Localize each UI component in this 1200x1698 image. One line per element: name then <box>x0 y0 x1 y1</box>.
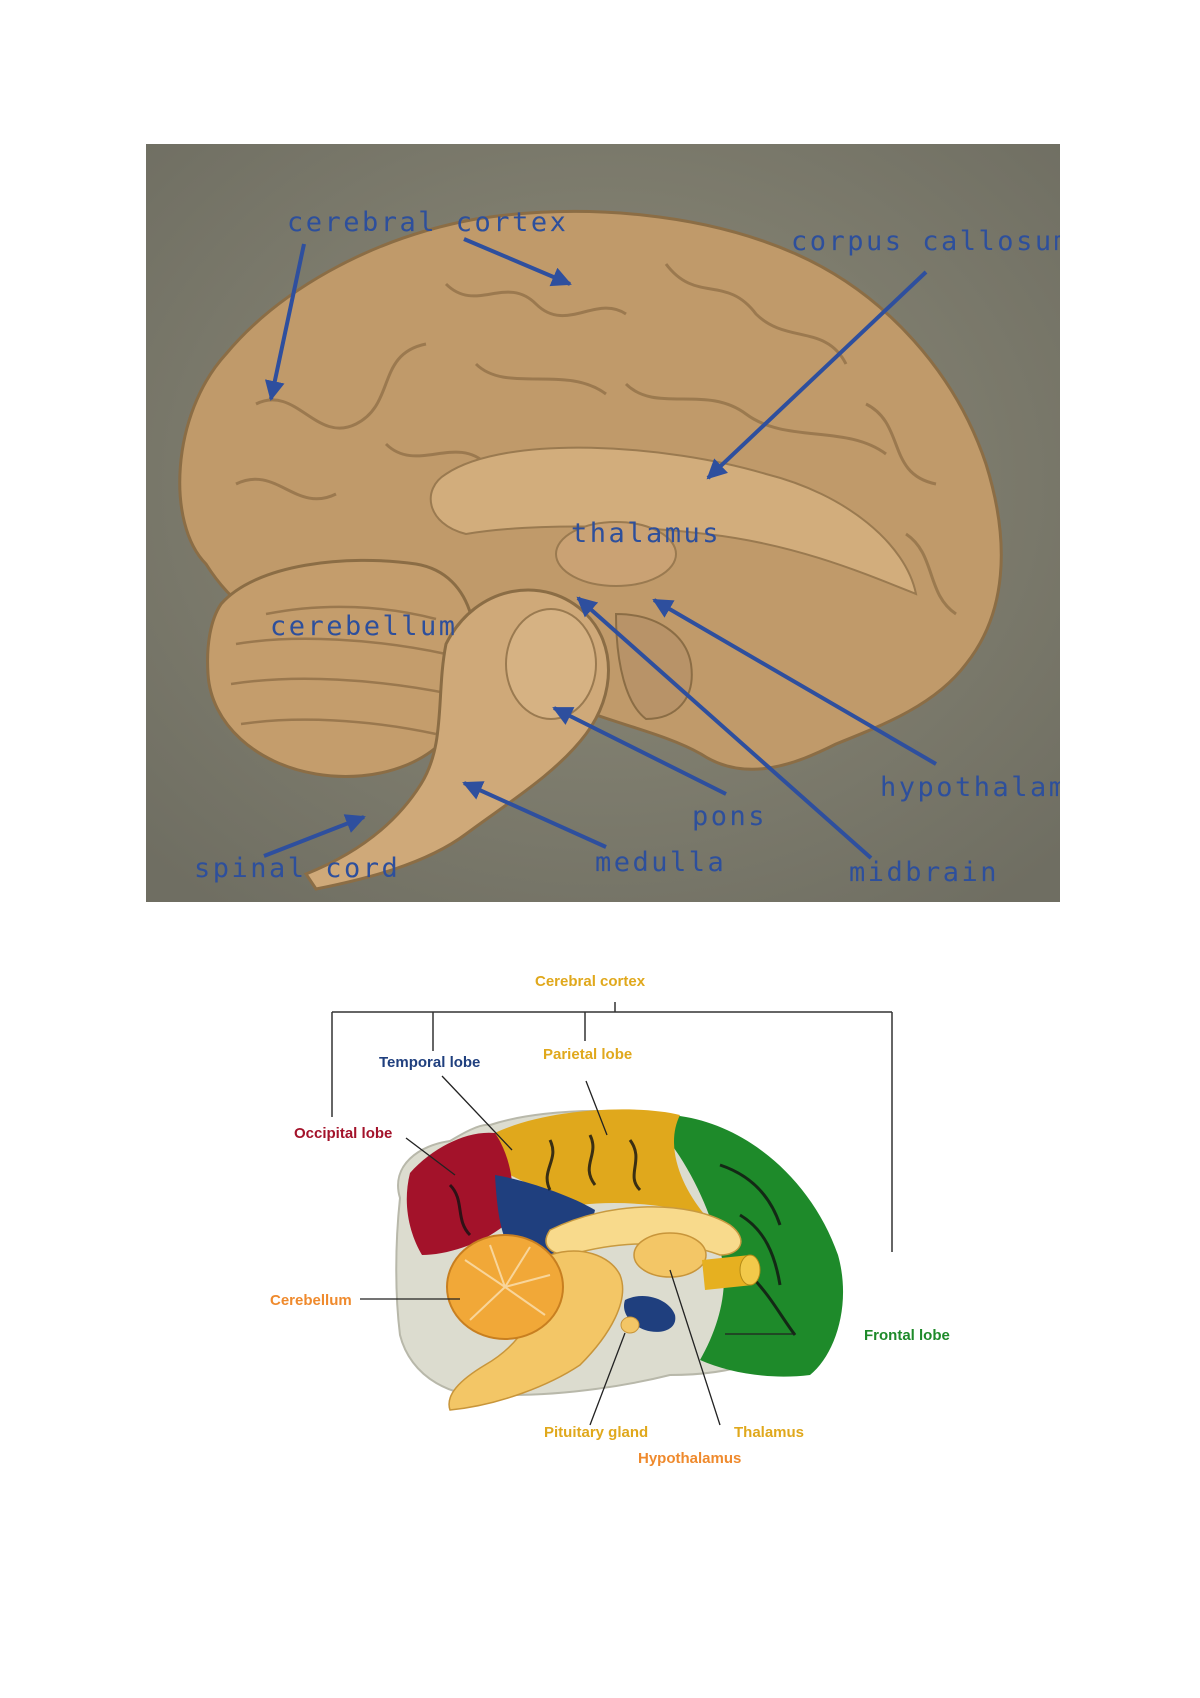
brain-photo-figure: cerebral cortex corpus callosum thalamus… <box>146 144 1060 902</box>
corpus-callosum-shape <box>429 446 918 596</box>
label-frontal-lobe: Frontal lobe <box>864 1327 950 1344</box>
cerebellum-branches <box>464 1244 551 1321</box>
arrow-cerebral-cortex-right <box>463 237 572 287</box>
label-cerebellum: Cerebellum <box>270 1292 352 1309</box>
label-cerebral-cortex: cerebral cortex <box>287 207 568 238</box>
label-thalamus: Thalamus <box>734 1424 804 1441</box>
thalamus-shape <box>555 521 677 587</box>
label-occipital-lobe: Occipital lobe <box>294 1125 392 1142</box>
photo-arrows <box>263 237 938 860</box>
pons-shape <box>505 608 597 720</box>
arrow-midbrain <box>576 596 873 860</box>
label-spinal-cord: spinal cord <box>194 853 400 884</box>
frontal-lobe-region <box>660 1115 844 1377</box>
label-hypothalamus: Hypothalamus <box>638 1450 741 1467</box>
pituitary-gland-region <box>620 1316 640 1334</box>
arrow-corpus-callosum <box>706 270 928 480</box>
label-hypothalamus: hypothalam <box>880 772 1060 803</box>
cylinder-cut <box>702 1255 753 1290</box>
arrow-pons <box>552 706 727 796</box>
label-medulla: medulla <box>595 847 726 878</box>
label-corpus-callosum: corpus callosum <box>791 226 1060 257</box>
label-temporal-lobe: Temporal lobe <box>379 1054 480 1071</box>
label-thalamus: thalamus <box>571 518 721 549</box>
label-midbrain: midbrain <box>849 857 999 888</box>
cylinder-end <box>739 1254 761 1286</box>
occipital-lobe-region <box>406 1132 513 1255</box>
label-cerebral-cortex: Cerebral cortex <box>535 973 646 990</box>
arrow-medulla <box>462 781 607 849</box>
cerebellum-folia <box>230 605 452 736</box>
arrow-hypothalamus <box>652 598 938 766</box>
label-parietal-lobe: Parietal lobe <box>543 1046 632 1063</box>
thalamus-region <box>633 1232 707 1278</box>
label-pons: pons <box>692 801 767 832</box>
arrow-spinal-cord <box>263 814 366 858</box>
cerebral-cortex-bracket <box>331 1002 893 1252</box>
label-pituitary-gland: Pituitary gland <box>544 1424 648 1441</box>
label-cerebellum: cerebellum <box>270 611 458 642</box>
brain-illustration-figure: Cerebral cortex Temporal lobe Parietal l… <box>270 973 950 1467</box>
arrow-cerebral-cortex-left <box>264 243 306 401</box>
leader-lines <box>360 1075 795 1426</box>
parietal-lobe-region <box>495 1109 705 1215</box>
